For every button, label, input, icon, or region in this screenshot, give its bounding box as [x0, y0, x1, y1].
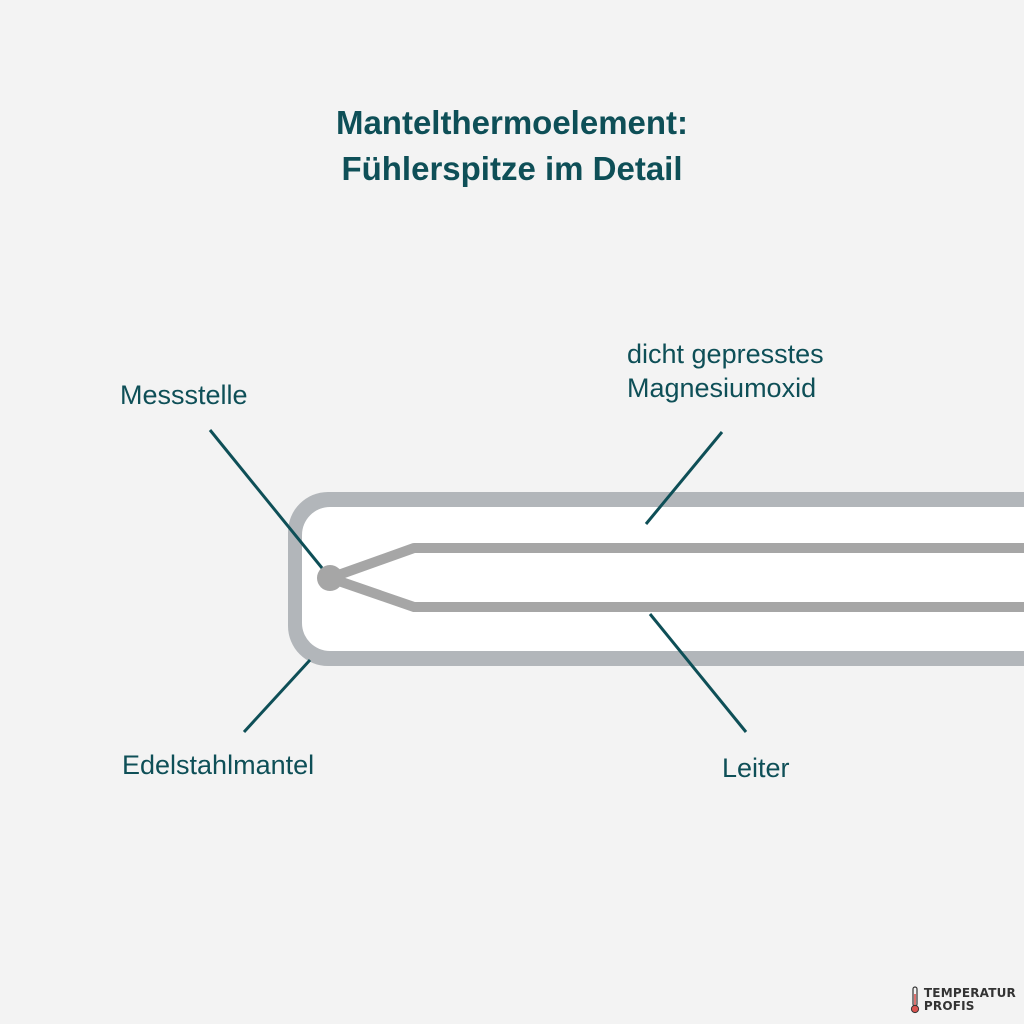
- conductor-top: [328, 543, 1024, 583]
- brand-logo-text: TEMPERATUR PROFIS: [924, 987, 1016, 1013]
- label-conductor-text: Leiter: [722, 753, 790, 783]
- label-measuring-junction-text: Messstelle: [120, 380, 248, 410]
- brand-logo-line-1: TEMPERATUR: [923, 986, 1016, 1000]
- label-sheath: Edelstahlmantel: [122, 748, 314, 782]
- label-insulation-line-1: dicht gepresstes: [627, 339, 824, 369]
- label-insulation-line-2: Magnesiumoxid: [627, 373, 817, 403]
- brand-logo-line-2: PROFIS: [923, 999, 975, 1013]
- diagram-title: Mantelthermoelement: Fühlerspitze im Det…: [0, 100, 1024, 192]
- title-line-1: Mantelthermoelement:: [335, 104, 689, 141]
- thermometer-icon: [910, 986, 920, 1014]
- leader-line-insulation: [644, 431, 724, 525]
- measuring-junction: [317, 565, 343, 591]
- leader-line-sheath: [242, 658, 312, 734]
- label-insulation: dicht gepresstes Magnesiumoxid: [627, 337, 824, 405]
- title-line-2: Fühlerspitze im Detail: [341, 150, 683, 187]
- label-sheath-text: Edelstahlmantel: [122, 750, 315, 780]
- label-conductor: Leiter: [722, 751, 790, 785]
- brand-logo: TEMPERATUR PROFIS: [910, 986, 1016, 1014]
- leader-line-junction: [208, 429, 324, 569]
- leader-line-conductor: [648, 613, 748, 733]
- label-measuring-junction: Messstelle: [120, 378, 248, 412]
- conductor-bottom: [328, 573, 1024, 612]
